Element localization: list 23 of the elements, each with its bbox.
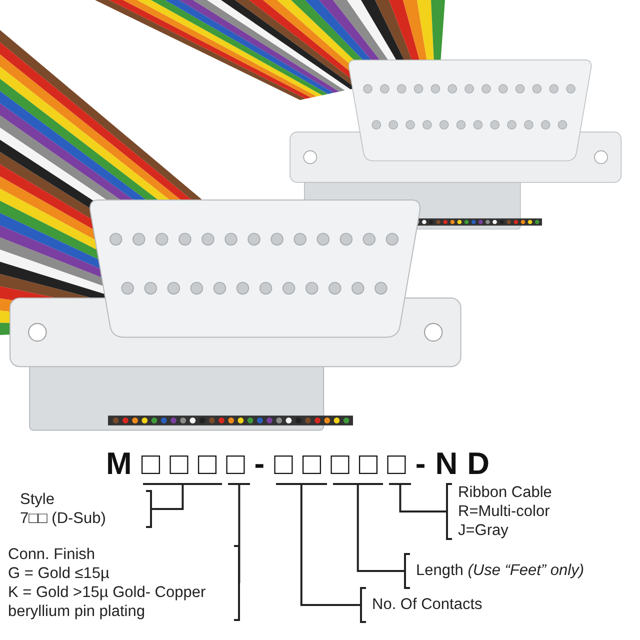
leader-line (399, 485, 446, 512)
leader-line (356, 485, 404, 572)
part-number: M□□□□-□□□□□-ND (106, 446, 499, 482)
underline-bar (143, 483, 222, 485)
field-description: K = Gold >15µ Gold- Copper beryllium pin plating (8, 583, 207, 621)
field-heading: Ribbon Cable (458, 483, 553, 502)
underline-bar (389, 483, 412, 485)
underline-bar (276, 483, 327, 485)
field-description: Length (Use “Feet” only) (416, 561, 585, 580)
underline-bar (228, 483, 250, 485)
field-description: J=Gray (458, 521, 510, 540)
field-heading: Style (20, 490, 56, 509)
callout-text-block (8, 545, 240, 621)
leader-line (152, 485, 184, 510)
callout-text-block (20, 490, 152, 528)
leader-line (238, 485, 241, 584)
field-description: 7□□ (D-Sub) (20, 509, 107, 528)
underline-bar (332, 483, 384, 485)
leader-line (300, 485, 360, 606)
field-description: G = Gold ≤15µ (8, 564, 110, 583)
field-description: No. Of Contacts (372, 595, 484, 614)
field-description: R=Multi-color (458, 502, 551, 521)
field-heading: Conn. Finish (8, 545, 96, 564)
